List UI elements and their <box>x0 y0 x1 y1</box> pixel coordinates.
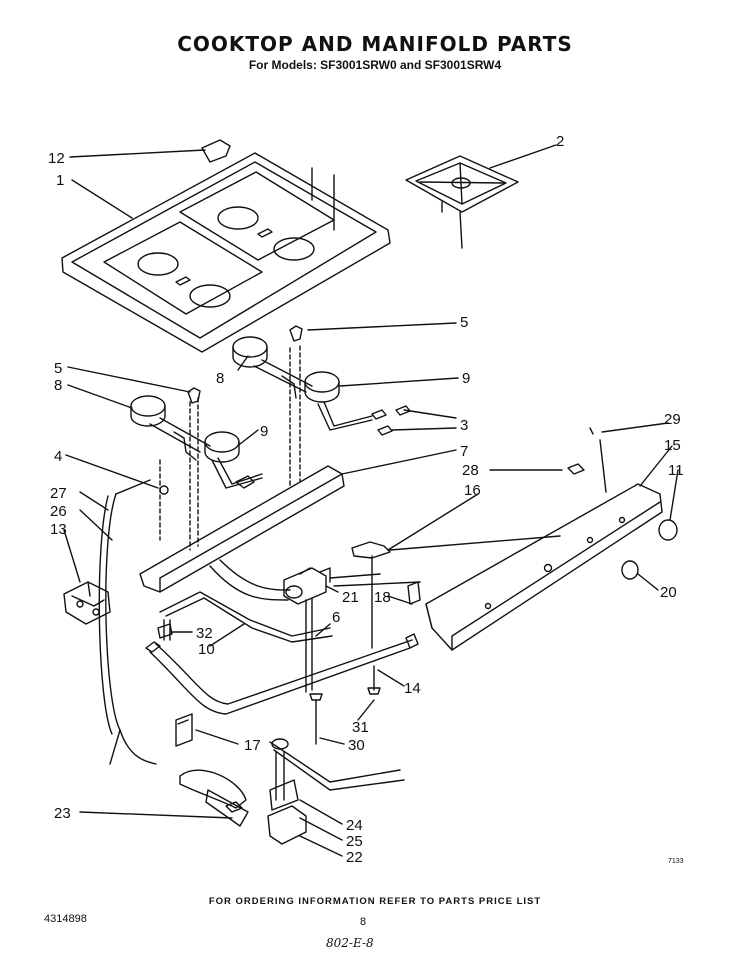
callout-14: 14 <box>404 680 421 697</box>
bracket-17 <box>175 713 193 747</box>
callout-9a: 9 <box>462 370 470 387</box>
clip-12 <box>201 139 231 163</box>
callout-23: 23 <box>54 805 71 822</box>
handwritten-note: 802-E-8 <box>326 936 374 950</box>
control-panel <box>425 427 663 651</box>
callout-9b: 9 <box>260 423 268 440</box>
knob-11 <box>658 519 678 541</box>
knob-20 <box>621 560 639 580</box>
callout-16: 16 <box>464 482 481 499</box>
callout-29: 29 <box>664 411 681 428</box>
callout-15: 15 <box>664 437 681 454</box>
callout-27: 27 <box>50 485 67 502</box>
callout-2: 2 <box>556 133 564 150</box>
callout-leaders <box>63 144 679 857</box>
models-subtitle: For Models: SF3001SRW0 and SF3001SRW4 <box>248 58 502 72</box>
valve <box>283 567 421 693</box>
manifold-pipe <box>149 639 413 715</box>
oven-burner <box>179 738 405 845</box>
cooktop <box>61 152 391 353</box>
callout-7: 7 <box>460 443 468 460</box>
callout-12: 12 <box>48 150 65 167</box>
figure-code: 7133 <box>668 858 684 865</box>
callout-6: 6 <box>332 609 340 626</box>
burner-support <box>139 465 345 593</box>
callout-24: 24 <box>346 817 363 834</box>
callout-20: 20 <box>660 584 677 601</box>
right-burner-assembly <box>232 325 411 436</box>
callout-5b: 5 <box>54 360 62 377</box>
callout-labels: 12 1 2 5 5 8 8 9 9 3 7 4 27 26 13 29 15 … <box>48 133 684 866</box>
callout-8a: 8 <box>54 377 62 394</box>
callout-13: 13 <box>50 521 67 538</box>
callout-31: 31 <box>352 719 369 736</box>
callout-30: 30 <box>348 737 365 754</box>
callout-18: 18 <box>374 589 391 606</box>
callout-32: 32 <box>196 625 213 642</box>
igniter <box>351 535 561 649</box>
callout-5a: 5 <box>460 314 468 331</box>
callout-8b: 8 <box>216 370 224 387</box>
callout-22: 22 <box>346 849 363 866</box>
grate <box>405 155 519 249</box>
callout-21: 21 <box>342 589 359 606</box>
callout-10: 10 <box>198 641 215 658</box>
callout-25: 25 <box>346 833 363 850</box>
callout-26: 26 <box>50 503 67 520</box>
left-burner-assembly <box>130 387 263 489</box>
page-title: COOKTOP AND MANIFOLD PARTS <box>177 32 573 56</box>
regulator <box>63 581 111 625</box>
callout-3: 3 <box>460 417 468 434</box>
callout-11: 11 <box>668 462 684 479</box>
callout-28: 28 <box>462 462 479 479</box>
ordering-footer: FOR ORDERING INFORMATION REFER TO PARTS … <box>208 896 542 907</box>
callout-4: 4 <box>54 448 62 465</box>
callout-17: 17 <box>244 737 261 754</box>
document-number: 4314898 <box>44 913 87 925</box>
bracket-18 <box>407 581 421 605</box>
page-number: 8 <box>360 916 367 928</box>
callout-1: 1 <box>56 172 64 189</box>
